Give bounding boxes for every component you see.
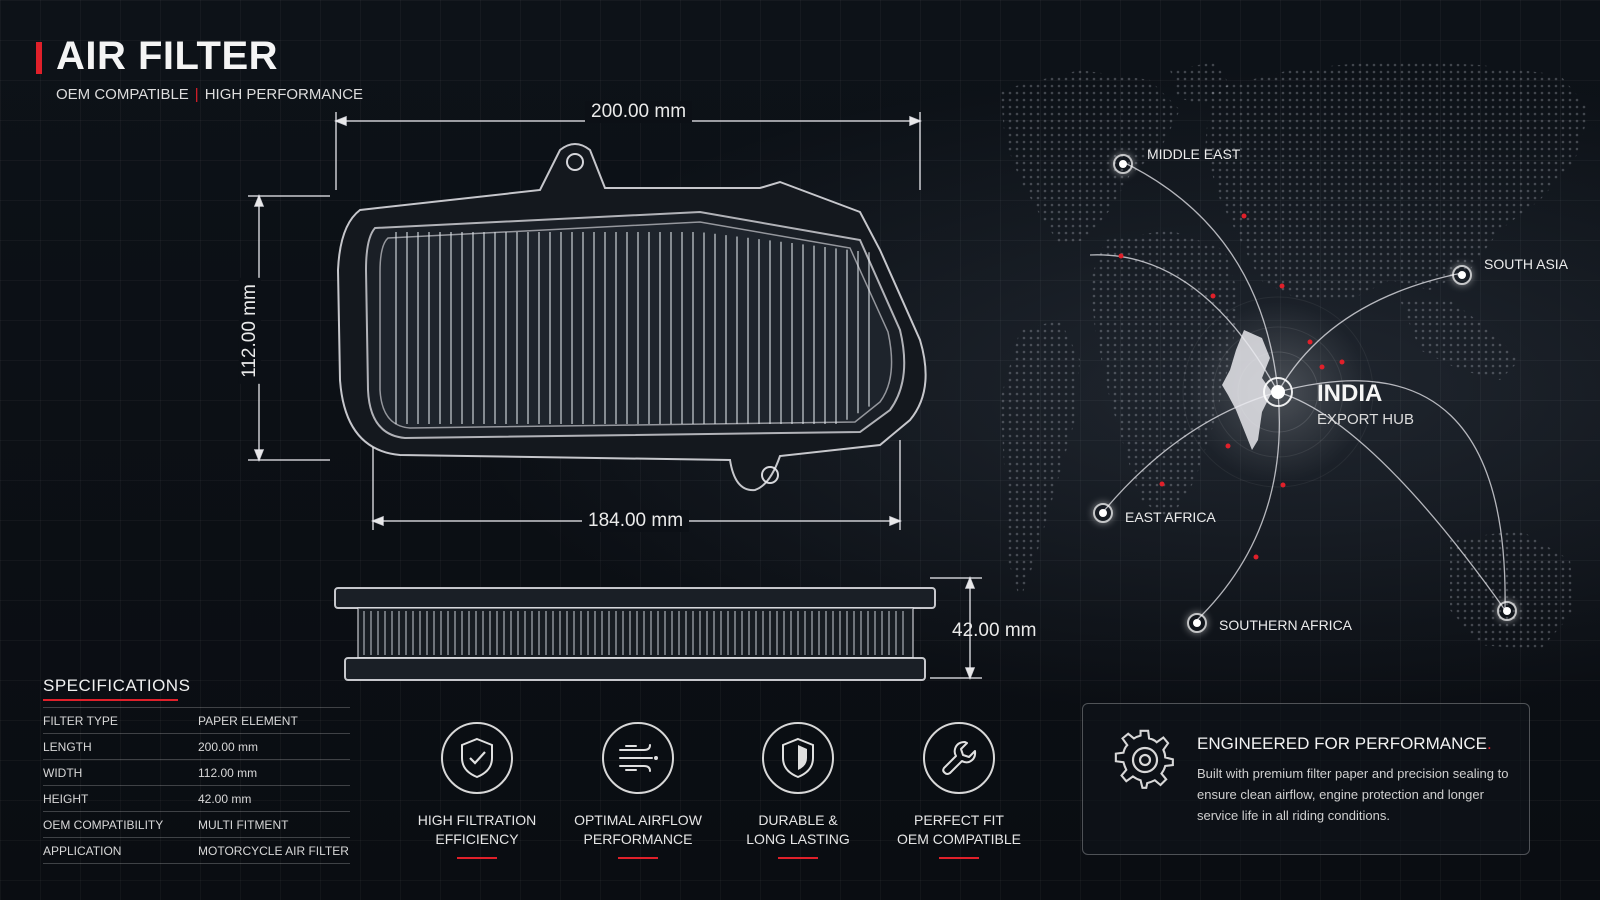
- title-accent-bar: [36, 42, 42, 74]
- feature-label-line: LONG LASTING: [746, 831, 850, 847]
- feature-label: DURABLE & LONG LASTING: [723, 811, 873, 849]
- spec-key: LENGTH: [43, 739, 92, 754]
- shield-icon: [762, 722, 834, 794]
- engineered-title-dot: .: [1486, 734, 1492, 753]
- feature-label-line: PERFECT FIT: [914, 812, 1004, 828]
- spec-key: WIDTH: [43, 765, 83, 780]
- spec-row: HEIGHT 42.00 mm: [43, 785, 350, 811]
- engineered-text: Built with premium filter paper and prec…: [1197, 766, 1509, 823]
- airflow-icon: [602, 722, 674, 794]
- feature-label: HIGH FILTRATION EFFICIENCY: [402, 811, 552, 849]
- filter-side-view: [334, 587, 936, 681]
- feature-underline: [778, 857, 818, 859]
- feature-airflow: OPTIMAL AIRFLOW PERFORMANCE: [563, 722, 713, 859]
- height-label: 112.00 mm: [238, 278, 261, 384]
- map-label-east-africa: EAST AFRICA: [1125, 509, 1216, 525]
- depth-label: 42.00 mm: [952, 620, 1037, 641]
- spec-row: LENGTH 200.00 mm: [43, 733, 350, 759]
- spec-value: 42.00 mm: [198, 791, 252, 806]
- feature-underline: [457, 857, 497, 859]
- feature-label: OPTIMAL AIRFLOW PERFORMANCE: [563, 811, 713, 849]
- feature-label-line: HIGH FILTRATION: [417, 812, 537, 828]
- spec-key: OEM COMPATIBILITY: [43, 817, 164, 832]
- spec-value: MULTI FITMENT: [198, 817, 289, 832]
- wrench-icon: [923, 722, 995, 794]
- feature-label: PERFECT FIT OEM COMPATIBLE: [884, 811, 1034, 849]
- feature-fit: PERFECT FIT OEM COMPATIBLE: [884, 722, 1034, 859]
- feature-underline: [939, 857, 979, 859]
- length-label: 200.00 mm: [585, 101, 693, 123]
- width-label: 184.00 mm: [582, 510, 690, 532]
- map-node-east-africa: [1093, 503, 1113, 523]
- page-title: AIR FILTER: [56, 34, 279, 78]
- spec-row: APPLICATION MOTORCYCLE AIR FILTER: [43, 837, 350, 864]
- spec-value: 200.00 mm: [198, 739, 259, 754]
- spec-value: PAPER ELEMENT: [198, 713, 298, 728]
- gear-icon: [1113, 728, 1177, 797]
- spec-row: OEM COMPATIBILITY MULTI FITMENT: [43, 811, 350, 837]
- specifications-underline: [43, 699, 178, 701]
- map-label-middle-east: MIDDLE EAST: [1147, 146, 1241, 162]
- feature-label-line: OEM COMPATIBLE: [897, 831, 1021, 847]
- feature-underline: [618, 857, 658, 859]
- engineered-title: ENGINEERED FOR PERFORMANCE.: [1197, 734, 1492, 754]
- hub-title: INDIA: [1317, 380, 1383, 407]
- feature-label-line: EFFICIENCY: [435, 831, 519, 847]
- filter-top-view: [336, 143, 927, 492]
- feature-durable: DURABLE & LONG LASTING: [723, 722, 873, 859]
- engineered-panel: [1082, 703, 1530, 855]
- page-subtitle: OEM COMPATIBLE | HIGH PERFORMANCE: [56, 86, 363, 103]
- feature-label-line: OPTIMAL AIRFLOW: [574, 812, 702, 828]
- feature-filtration: HIGH FILTRATION EFFICIENCY: [402, 722, 552, 859]
- feature-label-line: PERFORMANCE: [583, 831, 693, 847]
- spec-row: FILTER TYPE PAPER ELEMENT: [43, 707, 350, 733]
- hub-subtitle: EXPORT HUB: [1317, 411, 1414, 428]
- map-node-southern-africa: [1187, 613, 1207, 633]
- shield-check-icon: [441, 722, 513, 794]
- spec-row: WIDTH 112.00 mm: [43, 759, 350, 785]
- map-label-south-asia: SOUTH ASIA: [1484, 256, 1569, 272]
- spec-value: 112.00 mm: [198, 765, 258, 780]
- specifications-title: SPECIFICATIONS: [43, 676, 191, 695]
- map-node-south-asia: [1452, 265, 1472, 285]
- map-node-middle-east: [1113, 154, 1133, 174]
- spec-key: HEIGHT: [43, 791, 89, 806]
- spec-key: APPLICATION: [43, 843, 122, 858]
- spec-value: MOTORCYCLE AIR FILTER: [198, 843, 349, 858]
- map-label-southern-africa: SOUTHERN AFRICA: [1219, 617, 1353, 633]
- map-node-australia: [1497, 601, 1517, 621]
- subtitle-separator: |: [194, 86, 199, 103]
- engineered-title-text: ENGINEERED FOR PERFORMANCE: [1197, 734, 1487, 753]
- subtitle-right: HIGH PERFORMANCE: [204, 86, 364, 103]
- feature-label-line: DURABLE &: [758, 812, 838, 828]
- specifications-table: FILTER TYPE PAPER ELEMENT LENGTH 200.00 mm…: [43, 707, 350, 864]
- spec-key: FILTER TYPE: [43, 713, 118, 728]
- subtitle-left: OEM COMPATIBLE: [56, 86, 189, 103]
